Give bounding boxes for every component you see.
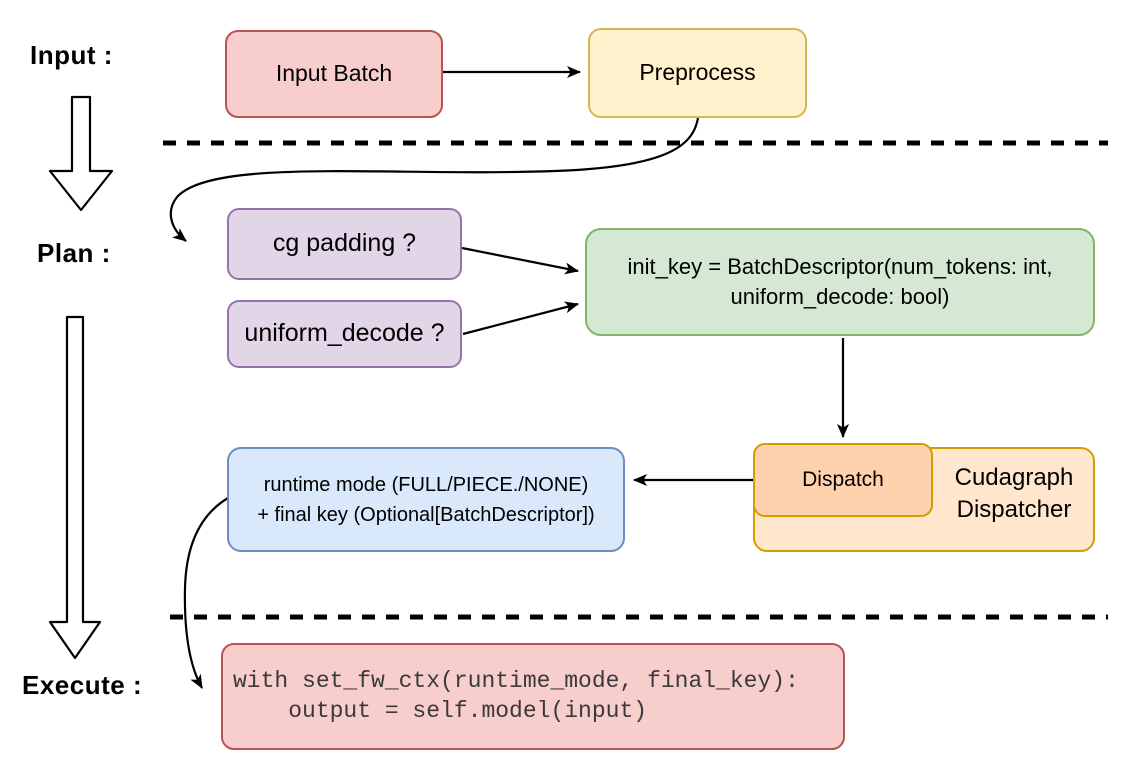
stage-label-input: Input : — [30, 40, 113, 70]
cudagraph-label-line1: Cudagraph — [954, 464, 1074, 491]
node-cg-padding: cg padding ? — [227, 208, 462, 280]
node-dispatch-label: Dispatch — [802, 467, 884, 491]
cudagraph-label-line2: Dispatcher — [956, 495, 1072, 523]
stage-label-plan: Plan : — [37, 238, 111, 268]
node-input-batch: Input Batch — [225, 30, 443, 118]
node-init-key: init_key = BatchDescriptor(num_tokens: i… — [585, 228, 1095, 336]
node-uniform-decode: uniform_decode ? — [227, 300, 462, 368]
edge-uniform-decode-to-init-key — [462, 301, 579, 336]
node-runtime-mode: runtime mode (FULL/PIECE./NONE) + final … — [227, 447, 625, 552]
stage-arrow-plan-to-execute — [48, 315, 102, 660]
execute-code-line2: output = self.model(input) — [233, 697, 648, 724]
node-dispatch: Dispatch — [753, 443, 933, 517]
execute-code-line1: with set_fw_ctx(runtime_mode, final_key)… — [233, 668, 799, 695]
node-runtime-mode-line2: + final key (Optional[BatchDescriptor]) — [257, 503, 595, 526]
stage-label-execute: Execute : — [22, 670, 143, 700]
node-execute-code: with set_fw_ctx(runtime_mode, final_key)… — [221, 643, 845, 750]
node-preprocess: Preprocess — [588, 28, 807, 118]
stage-arrow-input-to-plan — [48, 95, 114, 212]
edge-cg-padding-to-init-key — [461, 246, 579, 275]
node-runtime-mode-line1: runtime mode (FULL/PIECE./NONE) — [263, 473, 589, 496]
node-init-key-line1: init_key = BatchDescriptor(num_tokens: i… — [627, 253, 1053, 279]
node-cg-padding-label: cg padding ? — [272, 229, 417, 258]
node-cudagraph-dispatcher-label: Cudagraph Dispatcher — [933, 462, 1095, 526]
node-input-batch-label: Input Batch — [275, 60, 393, 87]
node-init-key-line2: uniform_decode: bool) — [730, 284, 950, 309]
node-preprocess-label: Preprocess — [639, 59, 756, 86]
node-uniform-decode-label: uniform_decode ? — [244, 319, 445, 348]
